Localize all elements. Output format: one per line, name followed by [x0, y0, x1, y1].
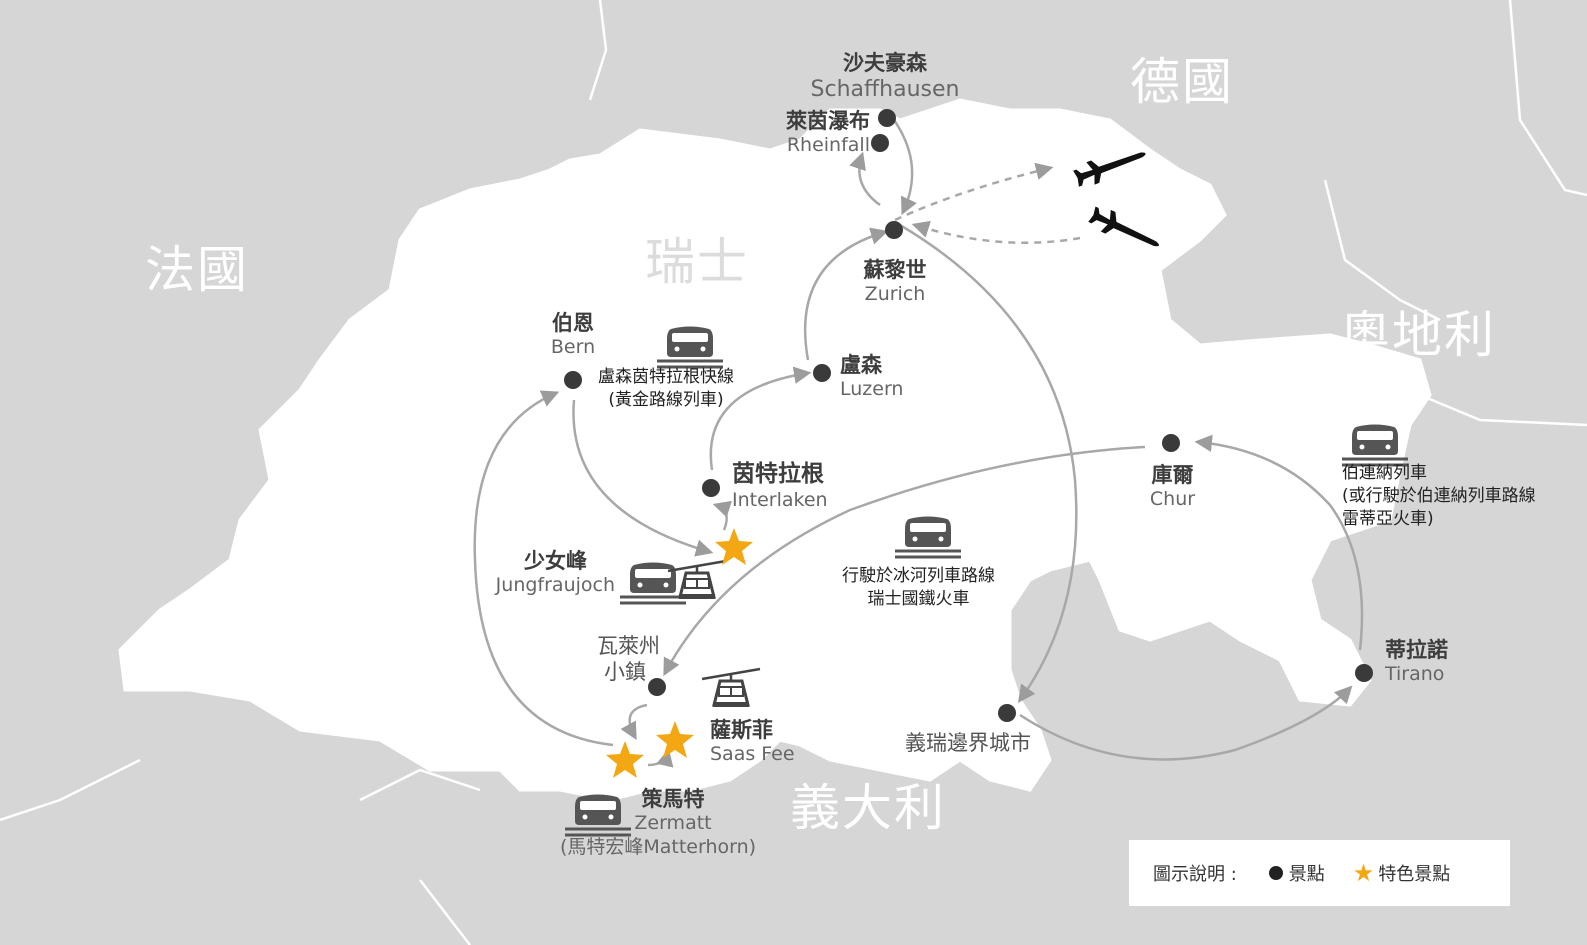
star-icon [606, 741, 644, 778]
note-bernina: 伯連納列車 (或行駛於伯連納列車路線 雷蒂亞火車) [1342, 462, 1536, 531]
place-name-en: Jungfraujoch [495, 574, 615, 597]
place-zermatt: 策馬特 Zermatt (馬特宏峰Matterhorn) [548, 786, 768, 860]
place-chur: 庫爾 Chur [1130, 462, 1215, 512]
switzerland-shape [118, 98, 1432, 802]
dot-icon [813, 364, 831, 382]
place-name-en: Zermatt [634, 812, 712, 835]
place-name-cn: 沙夫豪森 [843, 51, 927, 75]
place-name-en: Bern [550, 336, 596, 359]
route-lines [473, 119, 1364, 768]
place-interlaken: 茵特拉根 Interlaken [732, 460, 828, 513]
note-line: 行駛於冰河列車路線 [842, 566, 995, 586]
place-name-cn: 茵特拉根 [732, 461, 824, 487]
place-zurich: 蘇黎世 Zurich [840, 257, 950, 307]
dot-icon [648, 678, 666, 696]
place-name-en: Zurich [864, 283, 926, 306]
place-name-cn: 蘇黎世 [863, 258, 927, 282]
dot-icon [998, 704, 1016, 722]
country-label-switzerland: 瑞士 [645, 233, 749, 291]
place-name-cn: 義瑞邊界城市 [905, 731, 1031, 755]
note-line: 瑞士國鐵火車 [867, 588, 970, 609]
legend-title: 圖示說明 : [1153, 864, 1237, 885]
legend-dot-label: 景點 [1288, 864, 1325, 885]
dot-icon [885, 221, 903, 239]
place-bern: 伯恩 Bern [533, 310, 613, 360]
note-line: (或行駛於伯連納列車路線 [1342, 485, 1536, 506]
location-dots [564, 109, 1373, 722]
note-golden-pass: 盧森茵特拉根快線 (黃金路線列車) [598, 366, 734, 412]
note-line: 雷蒂亞火車) [1342, 508, 1434, 529]
map-legend: 圖示說明 : 景點 ★ 特色景點 [1129, 840, 1510, 906]
dot-icon [1355, 664, 1373, 682]
legend-star-label: 特色景點 [1378, 864, 1451, 885]
place-name-en: Tirano [1385, 663, 1445, 686]
place-name-line1: 瓦萊州 [597, 634, 660, 658]
dot-icon [702, 479, 720, 497]
country-label-france: 法國 [145, 241, 249, 299]
place-name-cn: 蒂拉諾 [1385, 638, 1448, 662]
star-icon [656, 721, 694, 758]
place-schaffhausen: 沙夫豪森 Schaffhausen [800, 50, 970, 104]
country-label-germany: 德國 [1130, 53, 1234, 111]
country-label-italy: 義大利 [790, 779, 946, 837]
dot-icon [871, 134, 889, 152]
dot-icon [564, 371, 582, 389]
note-line: (黃金路線列車) [608, 389, 724, 410]
place-border-city: 義瑞邊界城市 [905, 730, 1031, 756]
place-jungfraujoch: 少女峰 Jungfraujoch [485, 548, 615, 598]
place-luzern: 盧森 Luzern [840, 352, 903, 402]
dot-icon [1268, 866, 1283, 880]
place-valais: 瓦萊州 小鎮 [570, 633, 660, 686]
place-name-en: Chur [1149, 488, 1196, 511]
place-name-line2: 小鎮 [604, 660, 646, 685]
place-saasfee: 薩斯菲 Saas Fee [710, 717, 795, 767]
place-name-en: Interlaken [732, 488, 828, 511]
place-name-extra: (馬特宏峰Matterhorn) [559, 836, 757, 858]
note-line: 盧森茵特拉根快線 [598, 367, 734, 387]
place-name-cn: 薩斯菲 [710, 718, 773, 742]
place-name-en: Saas Fee [710, 743, 795, 766]
featured-stars [606, 528, 753, 778]
place-name-cn: 萊茵瀑布 [786, 109, 870, 133]
dot-icon [878, 109, 896, 127]
place-rheinfall: 萊茵瀑布 Rheinfall [760, 108, 870, 158]
place-name-cn: 少女峰 [524, 549, 587, 573]
star-icon [715, 528, 753, 565]
note-line: 伯連納列車 [1342, 463, 1427, 483]
place-name-en: Rheinfall [786, 134, 870, 157]
place-name-cn: 盧森 [840, 353, 882, 377]
dot-icon [1162, 434, 1180, 452]
place-name-en: Luzern [840, 378, 904, 401]
place-name-cn: 伯恩 [552, 311, 594, 335]
place-tirano: 蒂拉諾 Tirano [1385, 637, 1448, 687]
note-glacier: 行駛於冰河列車路線 瑞士國鐵火車 [842, 565, 995, 611]
country-label-austria: 奧地利 [1340, 306, 1496, 364]
star-icon: ★ [1352, 859, 1375, 887]
place-name-en: Schaffhausen [810, 77, 960, 103]
place-name-cn: 庫爾 [1151, 463, 1194, 487]
place-name-cn: 策馬特 [641, 787, 705, 811]
